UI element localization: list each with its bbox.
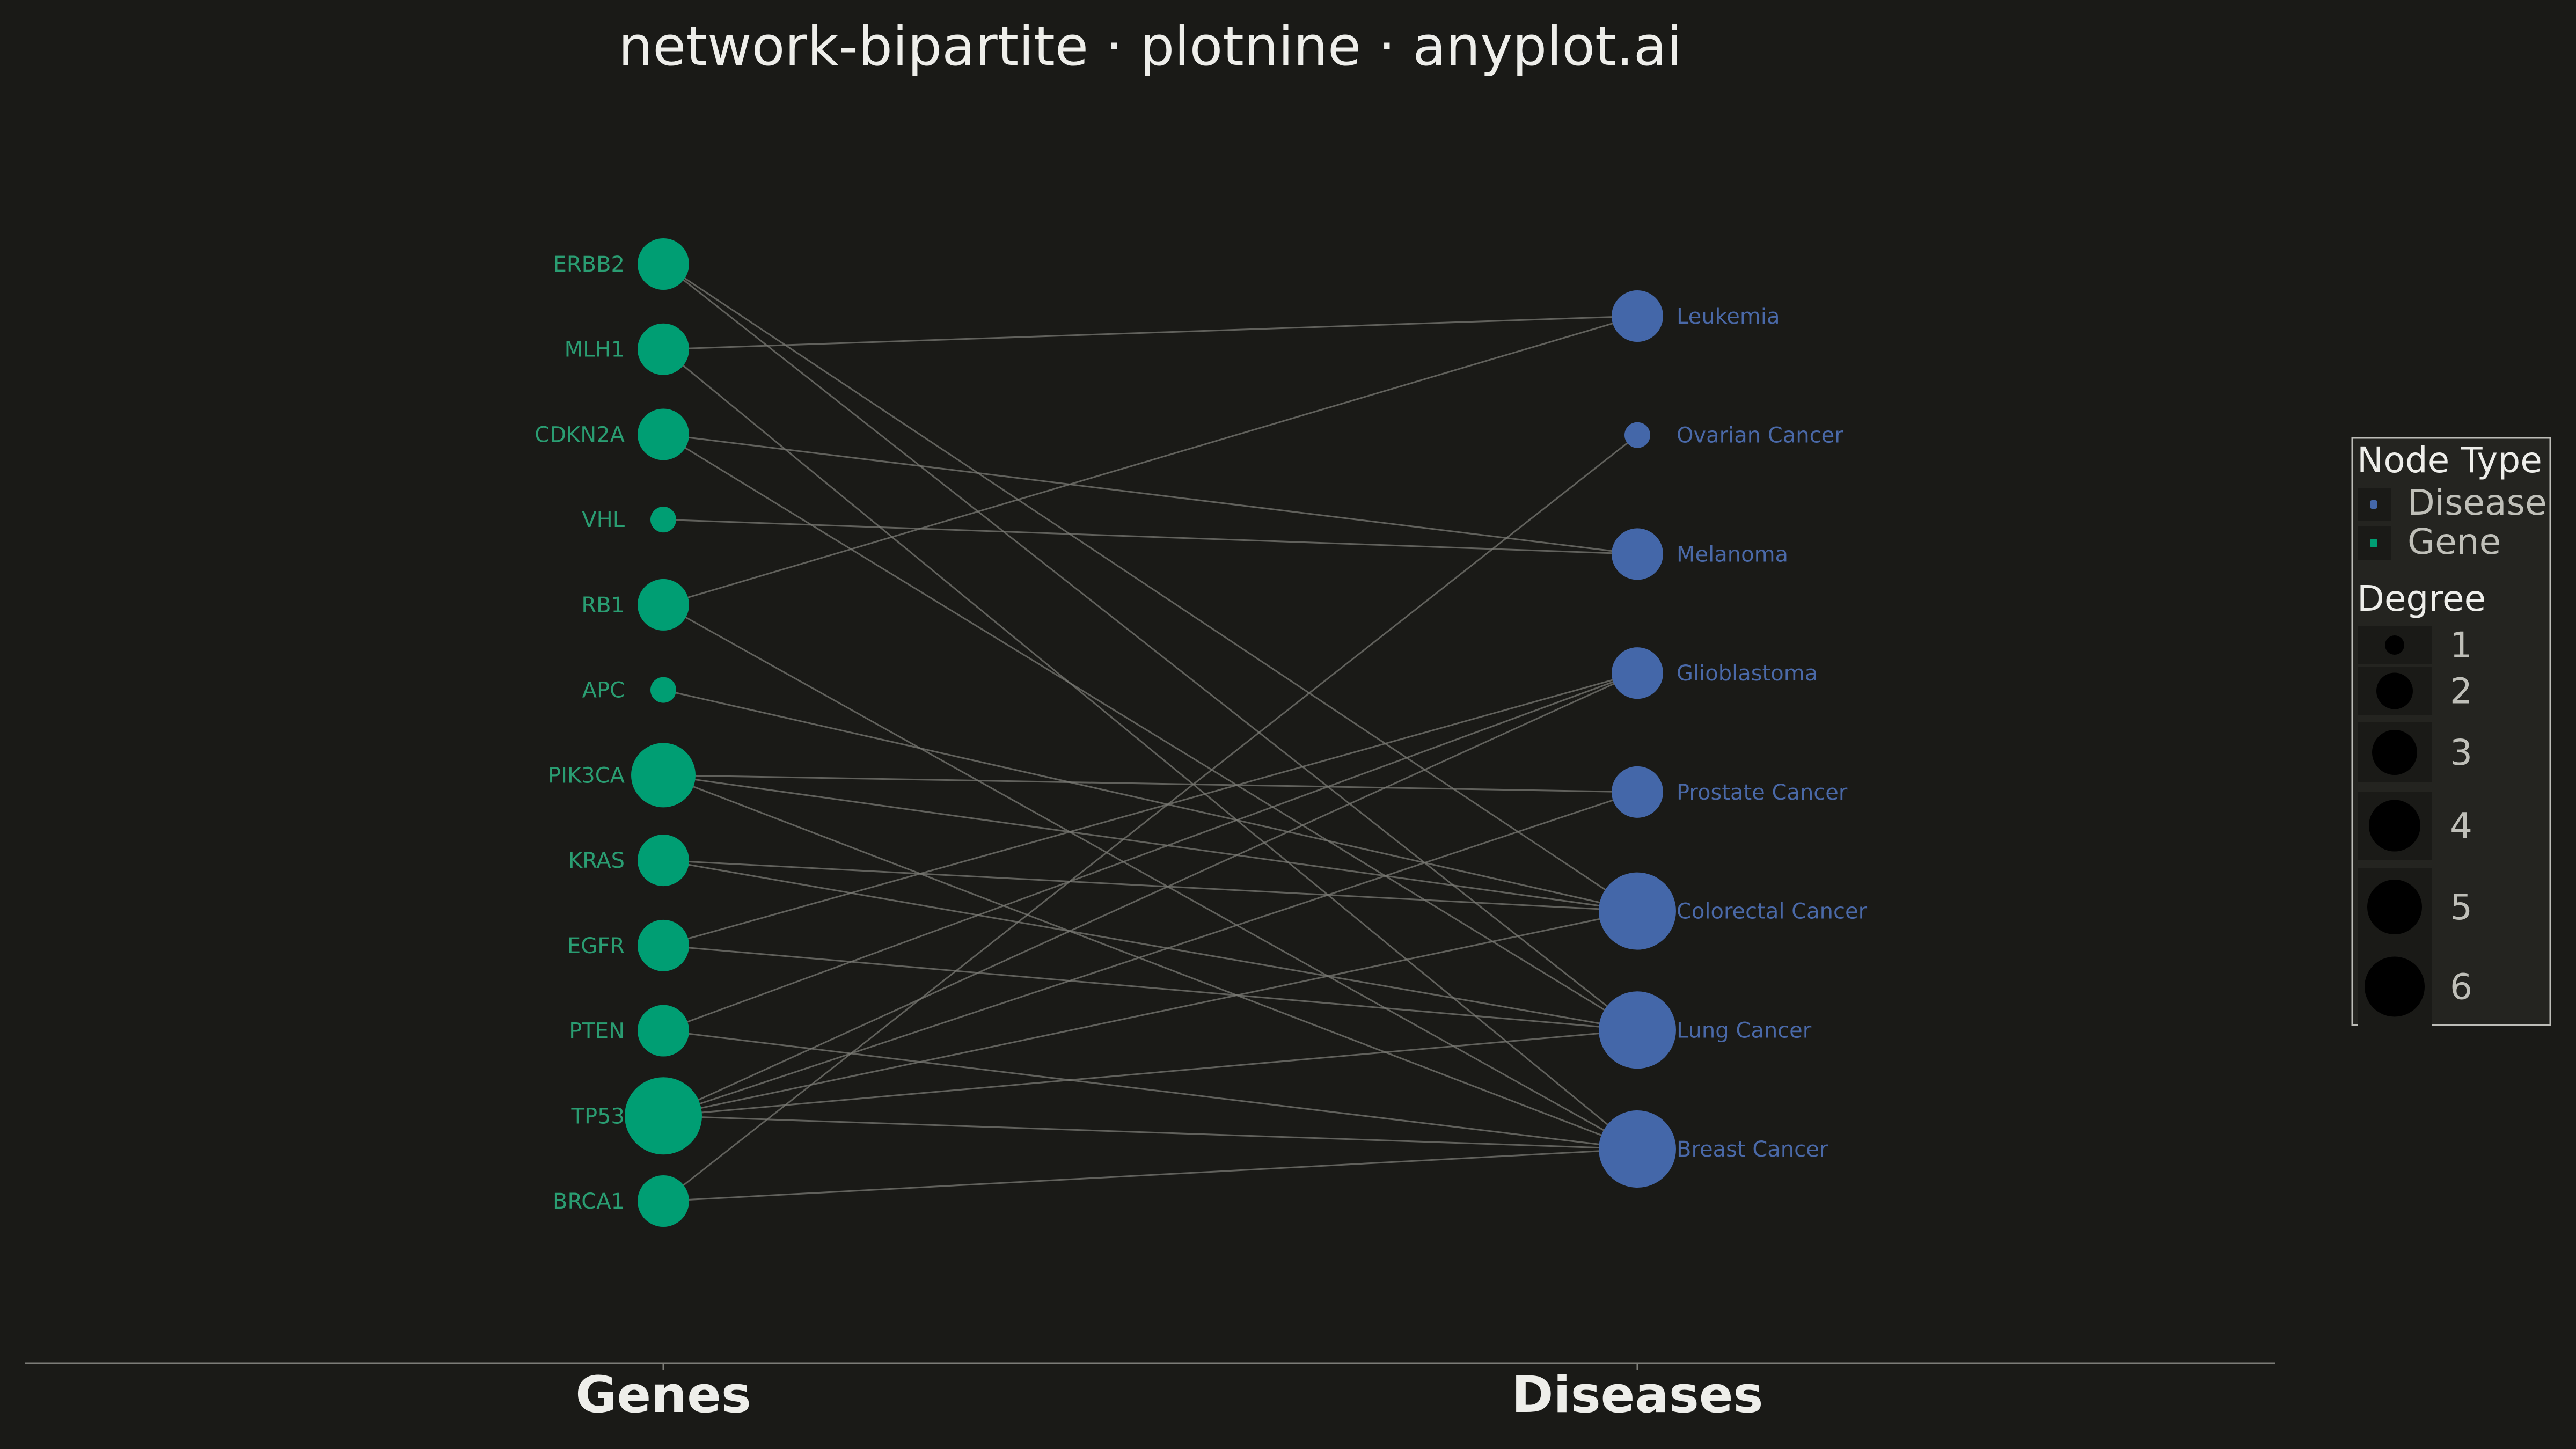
gene-node-tp53 [625,1077,702,1155]
gene-label-rb1: RB1 [581,593,625,618]
disease-label-glioblastoma: Glioblastoma [1677,661,1818,686]
legend-swatch-gene [2370,539,2377,547]
gene-node-vhl [650,507,676,533]
legend-degree-dot-1 [2385,635,2404,655]
gene-label-apc: APC [582,678,625,703]
disease-label-lung-cancer: Lung Cancer [1677,1018,1812,1043]
edge-pik3ca-prostate-cancer [663,774,1638,793]
gene-label-erbb2: ERBB2 [553,252,625,277]
edge-apc-colorectal-cancer [663,689,1638,912]
legend-degree-dot-4 [2369,800,2420,852]
edges-layer [663,263,1638,1202]
gene-label-pik3ca: PIK3CA [548,763,625,788]
legend-title-degree: Degree [2357,578,2486,619]
edge-pten-breast-cancer [663,1030,1638,1150]
legend-degree-dot-2 [2376,672,2413,709]
gene-node-brca1 [638,1175,689,1227]
legend-degree-label-2: 2 [2450,671,2472,712]
gene-node-erbb2 [638,238,689,290]
disease-node-breast-cancer [1599,1110,1676,1188]
gene-node-apc [650,677,676,703]
gene-label-kras: KRAS [568,848,625,873]
edge-pik3ca-breast-cancer [663,774,1638,1150]
disease-node-glioblastoma [1612,647,1663,699]
gene-node-rb1 [638,579,689,631]
disease-label-colorectal-cancer: Colorectal Cancer [1677,899,1868,924]
disease-label-melanoma: Melanoma [1677,542,1788,567]
legend-degree-label-3: 3 [2450,732,2472,773]
legend-degree-label-4: 4 [2450,806,2472,847]
edge-rb1-breast-cancer [663,604,1638,1150]
nodes-layer [625,238,1676,1227]
disease-node-lung-cancer [1599,991,1676,1069]
disease-node-prostate-cancer [1612,766,1663,818]
edge-tp53-breast-cancer [663,1115,1638,1150]
legend-degree-label-6: 6 [2450,967,2472,1008]
legend-degree-dot-5 [2367,880,2422,934]
edge-cdkn2a-melanoma [663,433,1638,555]
edge-pten-glioblastoma [663,672,1638,1031]
legend-degree-dot-6 [2365,956,2425,1017]
disease-node-ovarian-cancer [1624,422,1650,448]
disease-node-colorectal-cancer [1599,872,1676,950]
legend: Node Type Disease Gene Degree 1 2 3 4 5 6 [2351,437,2551,1028]
edge-kras-colorectal-cancer [663,859,1638,912]
disease-node-leukemia [1612,290,1663,342]
gene-node-pten [638,1005,689,1057]
gene-label-tp53: TP53 [571,1104,625,1129]
edge-tp53-glioblastoma [663,672,1638,1117]
gene-label-brca1: BRCA1 [553,1189,625,1214]
edge-mlh1-leukemia [663,315,1638,350]
gene-node-cdkn2a [638,408,689,460]
edge-cdkn2a-lung-cancer [663,434,1638,1031]
gene-node-pik3ca [631,743,696,808]
gene-label-pten: PTEN [569,1019,625,1044]
edge-brca1-breast-cancer [663,1148,1638,1202]
disease-label-breast-cancer: Breast Cancer [1677,1137,1828,1162]
gene-label-vhl: VHL [582,508,625,532]
x-axis-label-genes: Genes [575,1366,751,1424]
edge-rb1-leukemia [663,315,1638,606]
edge-egfr-glioblastoma [663,672,1638,947]
gene-node-mlh1 [638,323,689,375]
legend-degree-dot-3 [2372,730,2417,775]
disease-label-prostate-cancer: Prostate Cancer [1677,780,1848,805]
legend-degree-label-5: 5 [2450,887,2472,928]
disease-label-ovarian-cancer: Ovarian Cancer [1677,423,1843,448]
legend-label-disease: Disease [2407,482,2547,523]
gene-label-egfr: EGFR [567,934,625,958]
edge-pik3ca-colorectal-cancer [663,774,1638,912]
edge-vhl-melanoma [663,518,1638,555]
legend-label-gene: Gene [2407,521,2501,562]
disease-label-leukemia: Leukemia [1677,304,1780,329]
gene-node-egfr [638,919,689,971]
gene-node-kras [638,835,689,887]
edge-brca1-ovarian-cancer [663,434,1638,1202]
legend-title-node-type: Node Type [2357,440,2542,481]
legend-degree-keys: 1 2 3 4 5 6 [2358,625,2472,1028]
gene-label-cdkn2a: CDKN2A [535,422,625,447]
edge-tp53-colorectal-cancer [663,910,1638,1117]
gene-label-mlh1: MLH1 [565,338,625,362]
legend-degree-label-1: 1 [2450,625,2472,666]
edge-erbb2-colorectal-cancer [663,263,1638,912]
x-axis-label-diseases: Diseases [1511,1366,1763,1424]
edge-kras-lung-cancer [663,859,1638,1031]
edge-egfr-lung-cancer [663,945,1638,1031]
edge-tp53-prostate-cancer [663,791,1638,1117]
edge-tp53-lung-cancer [663,1029,1638,1117]
disease-node-melanoma [1612,528,1663,580]
chart-title: network-bipartite · plotnine · anyplot.a… [618,14,1681,78]
legend-swatch-disease [2370,500,2377,509]
